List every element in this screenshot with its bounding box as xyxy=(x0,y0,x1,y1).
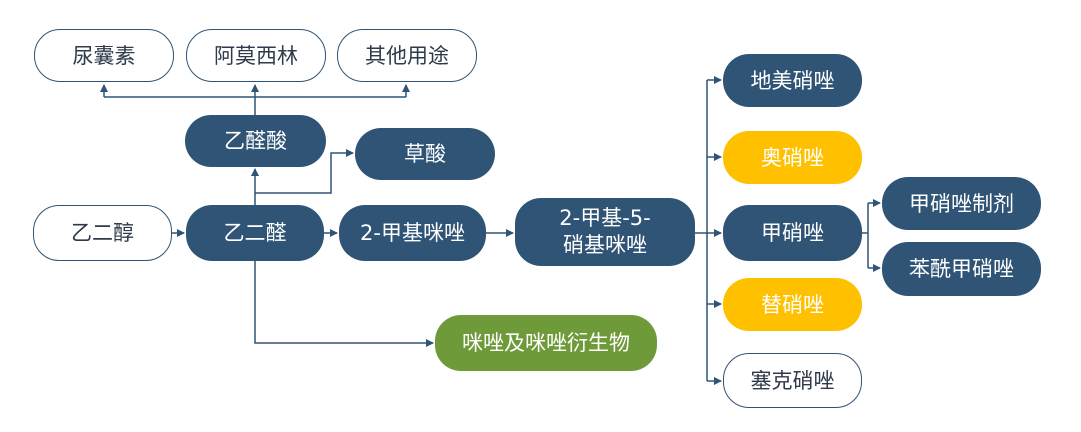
node-metronidazole: 甲硝唑 xyxy=(723,205,862,261)
node-ethylene-glycol: 乙二醇 xyxy=(33,205,172,261)
node-benzoyl-metronidazole: 苯酰甲硝唑 xyxy=(882,242,1041,296)
node-imidazole-derivatives: 咪唑及咪唑衍生物 xyxy=(435,315,657,371)
node-dimetridazole: 地美硝唑 xyxy=(723,54,862,107)
node-other-uses: 其他用途 xyxy=(337,29,477,82)
node-tinidazole: 替硝唑 xyxy=(723,278,862,331)
edge-nitroimidazole-branch xyxy=(695,80,708,381)
edge-metronidazole-branch xyxy=(862,203,869,268)
node-urea: 尿囊素 xyxy=(34,29,174,82)
node-glyoxal: 乙二醛 xyxy=(186,205,324,261)
node-methyl-nitroimidazole: 2-甲基-5- 硝基咪唑 xyxy=(515,198,695,266)
node-secnidazole: 塞克硝唑 xyxy=(723,353,862,408)
edge-glyoxal-to-oxalic-acid xyxy=(255,149,354,194)
node-methyl-nitroimidazole-line1: 2-甲基-5- xyxy=(559,206,651,230)
node-methylimidazole: 2-甲基咪唑 xyxy=(339,205,486,261)
edge-glyoxylic-acid-to-products xyxy=(104,96,406,115)
node-oxalic-acid: 草酸 xyxy=(355,128,495,180)
node-ornidazole: 奥硝唑 xyxy=(723,131,862,184)
node-amoxicillin: 阿莫西林 xyxy=(186,29,326,82)
node-glyoxylic-acid: 乙醛酸 xyxy=(185,115,326,167)
edge-glyoxal-to-imidazole-derivatives xyxy=(254,261,434,347)
node-methyl-nitroimidazole-line2: 硝基咪唑 xyxy=(563,233,647,257)
node-metronidazole-preparations: 甲硝唑制剂 xyxy=(882,177,1041,230)
